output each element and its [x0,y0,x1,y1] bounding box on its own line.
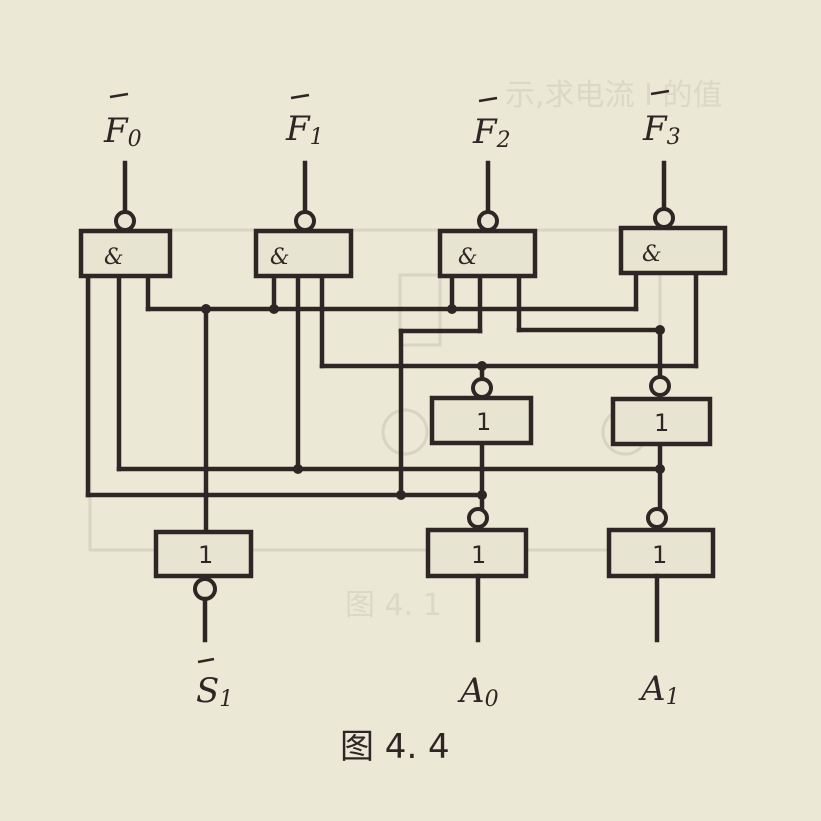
buffer-symbol: 1 [476,408,491,436]
svg-text:F3: F3 [642,109,681,150]
label-f3: F3 [642,89,681,150]
svg-text:F2: F2 [472,112,511,153]
and-symbol: & [458,245,478,270]
buffer-symbol: 1 [652,541,667,569]
svg-text:F1: F1 [285,109,324,150]
and-symbol: & [270,245,290,270]
label-s1: S1 [196,657,233,712]
label-a0: A0 [457,671,499,712]
figure-caption: 图 4. 4 [340,727,450,767]
svg-text:A0: A0 [457,671,499,712]
junction-dots [201,304,665,500]
buffer-symbol: 1 [198,541,213,569]
interconnect-wires [85,270,699,535]
label-f0: F0 [103,92,142,152]
label-a1: A1 [638,669,680,710]
buffer-symbol: 1 [471,541,486,569]
svg-text:A1: A1 [638,669,680,710]
and-symbol: & [642,242,662,267]
output-wires [122,160,667,217]
nand-gate-f2: & [437,210,538,279]
label-f2: F2 [472,96,511,153]
bleed-bottom-text: 图 4. 1 [345,588,442,623]
inverter-a1-bar: 1 [610,375,713,447]
buffer-symbol: 1 [654,409,669,437]
inverter-s1: 1 [153,529,254,643]
inverter-a0-bar: 1 [429,377,534,446]
svg-text:S1: S1 [196,671,233,712]
nand-gate-f1: & [253,210,354,279]
nand-gate-f3: & [618,207,728,276]
nand-gate-f0: & [78,210,173,279]
inverter-a1: 1 [606,507,716,643]
label-f1: F1 [285,93,324,150]
bleed-top-text: 示,求电流 I 的值 [505,78,722,113]
inverter-a0: 1 [425,507,529,643]
svg-text:F0: F0 [103,111,142,152]
and-symbol: & [104,245,124,270]
